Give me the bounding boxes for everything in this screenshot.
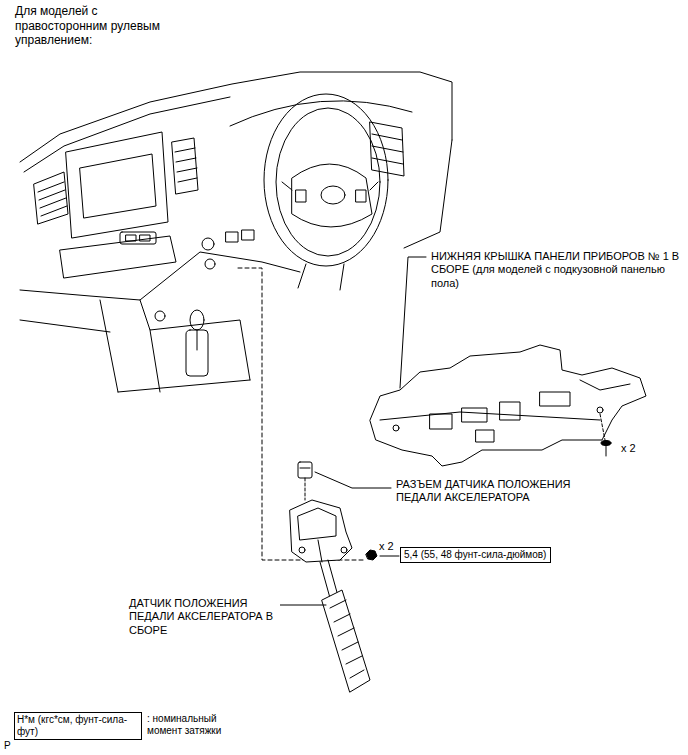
cover-drawing: [370, 345, 646, 466]
part-label: ДАТЧИК ПОЛОЖЕНИЯ ПЕДАЛИ АКСЕЛЕРАТОРА В С…: [128, 597, 280, 637]
torque-box: 5,4 (55, 48 фунт-сила-дюймов): [400, 547, 551, 563]
dashboard-drawing: [20, 72, 452, 392]
part-label: НИЖНЯЯ КРЫШКА ПАНЕЛИ ПРИБОРОВ № 1 В СБОР…: [430, 250, 684, 290]
torque-text: Н*м (кгс*см, фунт-сила-фут): [17, 714, 139, 738]
title-text: Для моделей с правосторонним рулевым упр…: [14, 4, 192, 48]
pedal-drawing: [290, 500, 370, 692]
legend-box: Н*м (кгс*см, фунт-сила-фут): [14, 712, 142, 740]
torque-text: 5,4 (55, 48 фунт-сила-дюймов): [404, 549, 547, 561]
part-label: РАЗЪЕМ ДАТЧИКА ПОЛОЖЕНИЯ ПЕДАЛИ АКСЕЛЕРА…: [395, 478, 609, 505]
part-label: : номинальный момент затяжки: [146, 713, 248, 737]
nut-symbol: [366, 550, 377, 560]
screw-symbol: [601, 441, 611, 457]
figure-code: P: [3, 740, 19, 752]
quantity-label: x 2: [620, 442, 652, 455]
connector-drawing: [298, 462, 312, 500]
